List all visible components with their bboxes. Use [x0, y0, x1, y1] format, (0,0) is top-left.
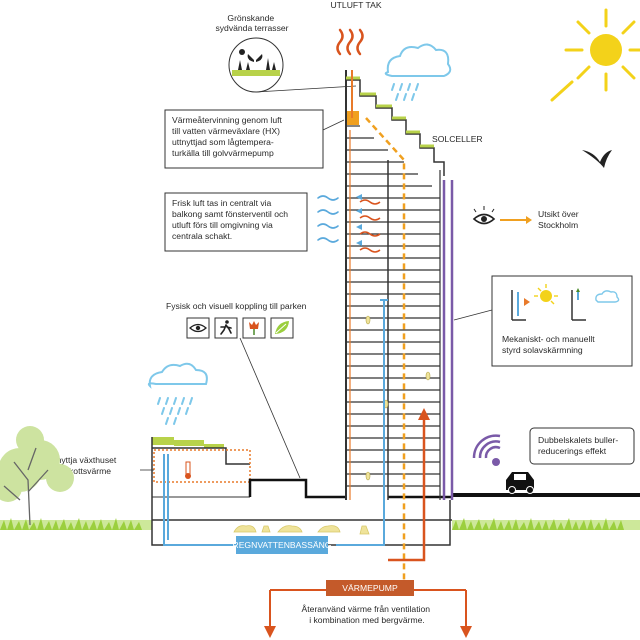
park-icon-row — [186, 317, 294, 339]
heat-recovery-label: Värmeåtervinning genom luft till vatten … — [172, 115, 284, 158]
green-terraces-label: Grönskande sydvända terrasser — [215, 13, 288, 33]
thermometer-icon — [185, 461, 191, 479]
view-label: Utsikt över Stockholm — [538, 209, 581, 230]
heat-waves-icon — [336, 28, 364, 56]
grass-left — [0, 518, 152, 530]
leaf-icon — [275, 321, 289, 334]
rainwater-tank: REGNVATTENBASSÄNG — [232, 536, 332, 554]
tree-icon — [0, 426, 74, 526]
fresh-air-label: Frisk luft tas in centralt via balkong s… — [172, 198, 290, 241]
car-icon — [506, 472, 534, 494]
sun-shading-label: Mekaniskt- och manuellt styrd solavskärm… — [502, 334, 597, 355]
double-skin-label: Dubbelskalets buller- reducerings effekt — [538, 435, 621, 456]
wind-icon — [317, 195, 339, 243]
grass-right — [452, 518, 640, 530]
eye-icon — [189, 323, 207, 333]
bird-icon — [582, 150, 612, 168]
heat-recovery-callout — [164, 109, 324, 169]
sun-shading-diagram — [511, 284, 620, 321]
air-intake-arrows — [356, 194, 381, 253]
fresh-air-callout — [164, 192, 308, 252]
cloud-rain-icon — [384, 43, 452, 101]
sun-icon — [550, 8, 640, 102]
cloud-rain-icon-left — [147, 362, 208, 425]
sound-waves-icon — [472, 434, 501, 466]
park-link-label: Fysisk och visuell koppling till parken — [166, 301, 307, 311]
butterfly-icon — [247, 54, 263, 62]
solar-cells-label: SOLCELLER — [432, 134, 483, 144]
svg-text:VÄRMEPUMP: VÄRMEPUMP — [342, 583, 398, 593]
svg-text:REGNVATTENBASSÄNG: REGNVATTENBASSÄNG — [232, 540, 331, 550]
water-flow — [163, 299, 388, 546]
walking-icon — [220, 320, 232, 335]
tower — [345, 70, 454, 500]
exhaust-roof-label: UTLUFT TAK — [330, 0, 381, 10]
eye-icon-view — [472, 206, 496, 225]
solar-panels — [442, 180, 454, 500]
bedrock — [233, 525, 370, 535]
greenhouse-label: Utnyttja växthuset överskottsvärme — [48, 455, 119, 476]
double-skin-callout — [529, 427, 635, 465]
reused-heat-label: Återanvänd värme från ventilation i komb… — [302, 604, 433, 625]
tulip-icon — [249, 321, 259, 335]
green-terrace-badge — [228, 37, 357, 93]
heat-pump: VÄRMEPUMP — [326, 580, 414, 596]
